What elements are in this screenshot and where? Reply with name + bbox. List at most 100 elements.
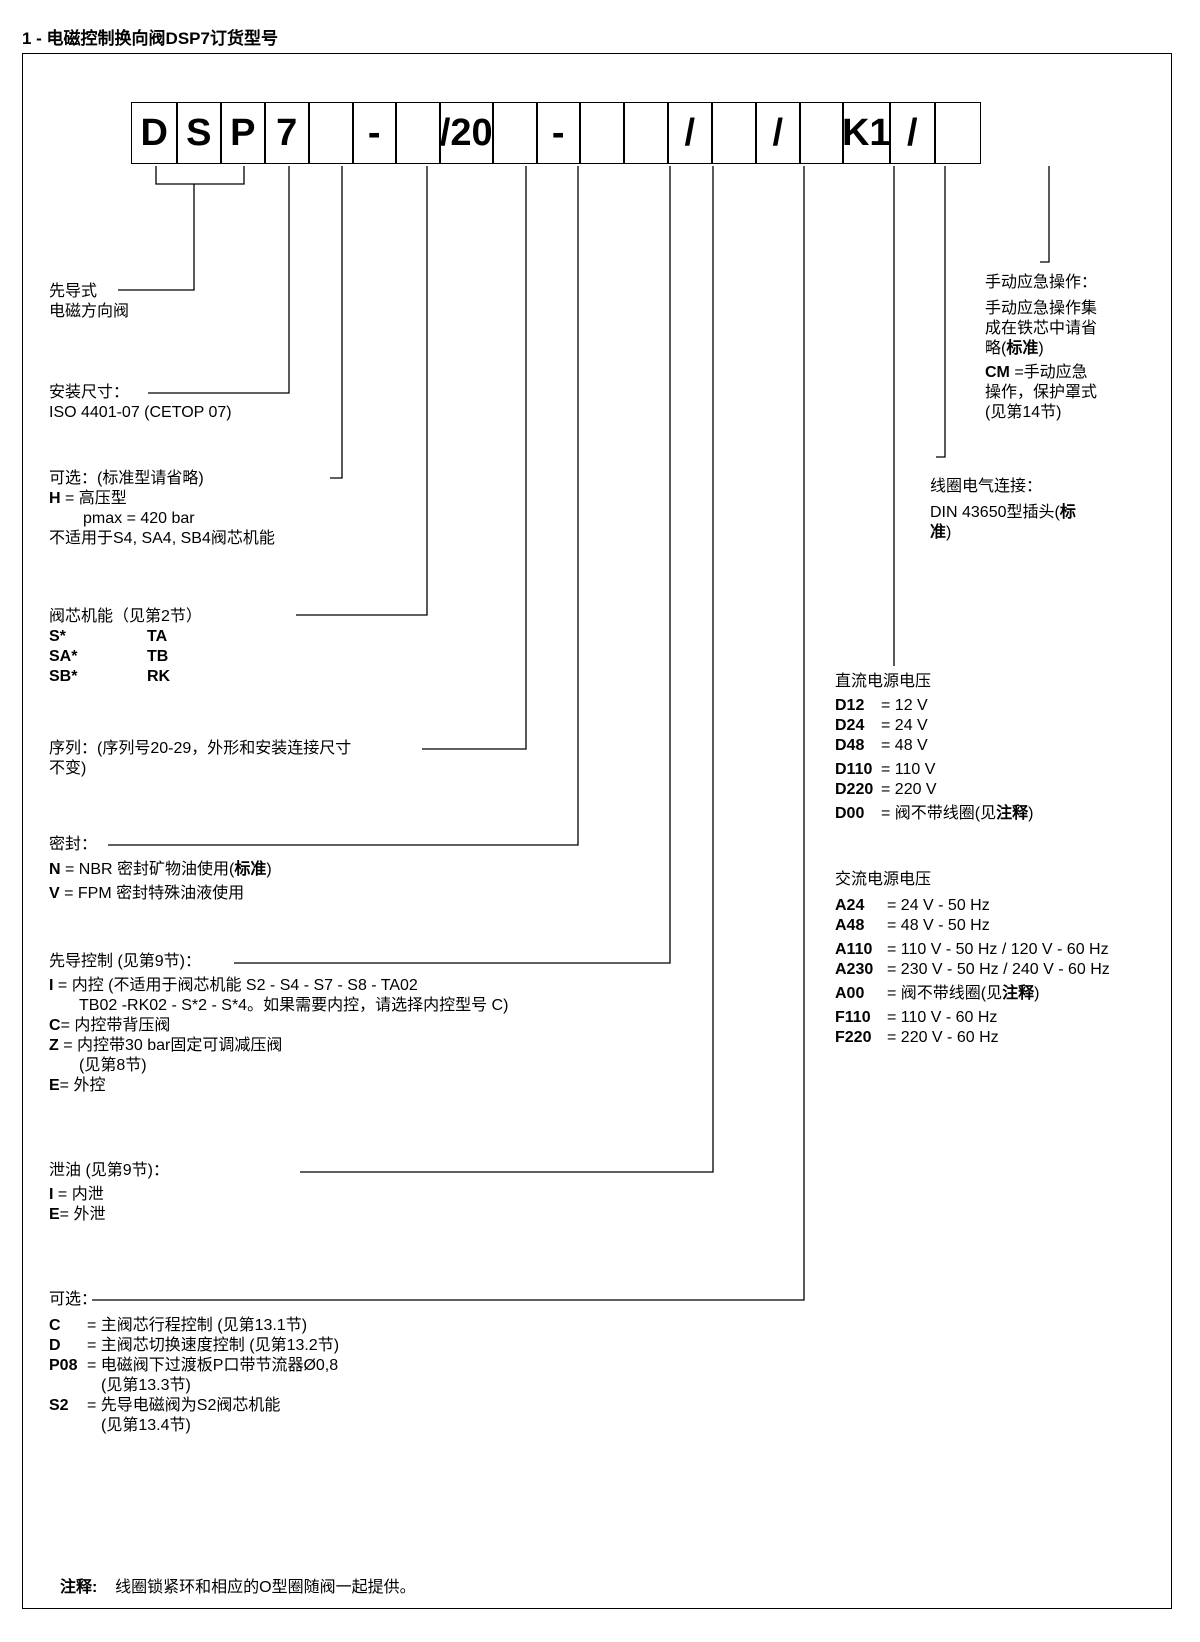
code-key: E: [49, 1077, 60, 1094]
text-run: DIN 43650型插头(: [930, 504, 1060, 521]
text-group: DIN 43650型插头(标: [930, 503, 1076, 523]
code-key: D00: [835, 805, 865, 822]
code-key: TA: [147, 628, 168, 645]
text-group: (见第14节): [985, 403, 1061, 423]
text-group: H = 高压型: [49, 489, 127, 509]
code-key: RK: [147, 668, 171, 685]
text-group: (见第13.3节): [101, 1376, 191, 1396]
text-group: 略(标准): [985, 339, 1044, 359]
code-box-8: /20: [439, 102, 494, 164]
page-title: 1 - 电磁控制换向阀DSP7订货型号: [22, 29, 278, 48]
text-run: = 高压型: [60, 490, 127, 507]
text-group: 准): [930, 523, 951, 543]
text-run: 不变): [49, 760, 87, 777]
leader-coil: [936, 166, 946, 458]
value-group: = 先导电磁阀为S2阀芯机能: [87, 1396, 280, 1416]
code-key: A00: [835, 985, 865, 1002]
footnote-text: 线圈锁紧环和相应的O型圈随阀一起提供。: [115, 1579, 416, 1596]
code-key: D24: [835, 717, 865, 734]
code-key: S*: [49, 628, 66, 645]
text-run: ): [1038, 340, 1044, 357]
leader-dsp: [155, 166, 245, 185]
code-key: D48: [835, 737, 865, 754]
text-group: 手动应急操作：: [985, 273, 1097, 293]
text-group: 序列：(序列号20-29，外形和安装连接尺寸: [49, 739, 351, 759]
code-key: Z: [49, 1037, 59, 1054]
text-run: ISO 4401-07 (CETOP 07): [49, 404, 232, 421]
text-run: = 内控 (不适用于阀芯机能 S2 - S4 - S7 - S8 - TA02: [53, 977, 418, 994]
code-box-7: [395, 102, 441, 164]
text-run: = FPM 密封特殊油液使用: [59, 885, 245, 902]
text-group: (见第8节): [79, 1056, 147, 1076]
code-key: I: [49, 1186, 54, 1203]
code-key: TB: [147, 648, 169, 665]
text-run: 略(: [985, 340, 1007, 357]
text-run: ): [266, 861, 272, 878]
code-box-1: D: [131, 102, 178, 164]
value-text: = 阀不带线圈(见: [881, 805, 997, 822]
value-text: = 48 V - 50 Hz: [887, 917, 990, 934]
value-text: = 110 V: [881, 761, 936, 778]
text-run: TB02 -RK02 - S*2 - S*4。如果需要内控，请选择内控型号 C): [79, 997, 509, 1014]
code-box-17: K1: [842, 102, 891, 164]
code-key: CM: [985, 364, 1010, 381]
value-group: = 24 V: [881, 716, 928, 736]
value-group: = 220 V - 60 Hz: [887, 1028, 999, 1048]
code-key: C: [49, 1317, 61, 1334]
text-group: 不变): [49, 759, 86, 779]
text-run: 线圈电气连接：: [930, 478, 1043, 495]
value-text: = 主阀芯行程控制 (见第13.1节): [87, 1317, 308, 1334]
text-run: 交流电源电压: [835, 871, 932, 888]
code-key: 准: [930, 524, 947, 541]
text-run: = 内控带30 bar固定可调减压阀: [58, 1037, 283, 1054]
code-box-6: -: [352, 102, 397, 164]
code-box-10: -: [536, 102, 581, 164]
text-group: 先导式: [49, 282, 97, 302]
bold-term: 标: [1059, 504, 1076, 521]
text-group: 不适用于S4, SA4, SB4阀芯机能: [49, 529, 275, 549]
value-text: = 110 V - 60 Hz: [887, 1009, 998, 1026]
code-key: H: [49, 490, 61, 507]
text-group: CM =手动应急: [985, 363, 1088, 383]
code-key: D110: [835, 761, 873, 778]
value-text: = 24 V: [881, 717, 928, 734]
code-key: I: [49, 977, 54, 994]
value-group: = 110 V: [881, 760, 935, 780]
text-run: 阀芯机能（见第2节）: [49, 608, 202, 625]
value-text: = 电磁阀下过渡板P口带节流器Ø0,8: [87, 1357, 339, 1374]
code-key: E: [49, 1206, 60, 1223]
code-key: F220: [835, 1029, 872, 1046]
text-run: 先导式: [49, 283, 98, 300]
value-text: = 48 V: [881, 737, 928, 754]
text-group: 先导控制 (见第9节)：: [49, 952, 201, 972]
text-group: 交流电源电压: [835, 870, 931, 890]
code-key: C: [49, 1017, 61, 1034]
code-key: N: [49, 861, 61, 878]
text-run: pmax = 420 bar: [83, 510, 195, 527]
code-box-9: [492, 102, 538, 164]
code-key: A110: [835, 941, 873, 958]
text-run: (见第8节): [79, 1057, 147, 1074]
text-run: = 内控带背压阀: [60, 1017, 171, 1034]
text-run: ): [946, 524, 952, 541]
code-box-19: [934, 102, 981, 164]
value-group: = 48 V: [881, 736, 928, 756]
code-key: P08: [49, 1357, 78, 1374]
leader-option1: [330, 166, 343, 479]
text-group: Z = 内控带30 bar固定可调减压阀: [49, 1036, 282, 1056]
text-group: V = FPM 密封特殊油液使用: [49, 884, 244, 904]
text-run: 直流电源电压: [835, 673, 932, 690]
text-run: 成在铁芯中请省: [985, 320, 1098, 337]
text-group: TB02 -RK02 - S*2 - S*4。如果需要内控，请选择内控型号 C): [79, 996, 508, 1016]
code-key: SB*: [49, 668, 78, 685]
text-group: 操作，保护罩式: [985, 383, 1097, 403]
value-group: = 110 V - 60 Hz: [887, 1008, 997, 1028]
text-run: (见第13.3节): [101, 1377, 191, 1394]
text-group: E= 外控: [49, 1076, 105, 1096]
text-group: N = NBR 密封矿物油使用(标准): [49, 860, 272, 880]
text-run: 电磁方向阀: [49, 303, 130, 320]
code-key: SA*: [49, 648, 78, 665]
text-group: 手动应急操作集: [985, 299, 1097, 319]
text-run: 安装尺寸：: [49, 384, 130, 401]
